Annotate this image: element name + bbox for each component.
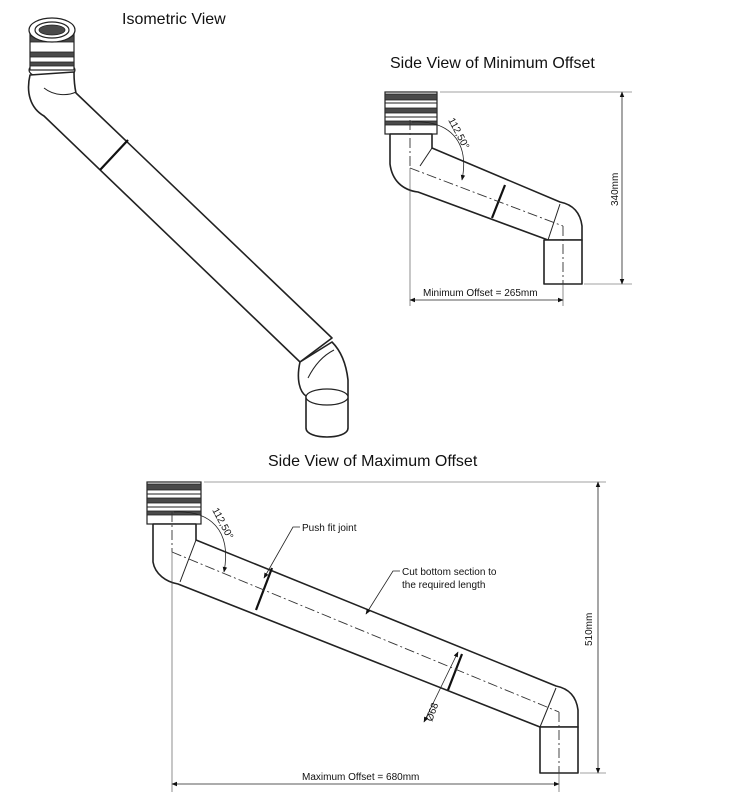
min-angle-arc: [411, 121, 466, 181]
cut-note-line1: Cut bottom section to: [402, 567, 497, 578]
max-push-fit-joint: [254, 567, 274, 611]
minimum-view-title: Side View of Minimum Offset: [390, 55, 595, 72]
iso-socket-hub: [28, 17, 76, 80]
iso-lower-bend: [297, 341, 349, 438]
cut-note-line2: the required length: [402, 580, 485, 591]
minimum-offset-view: Side View of Minimum Offset 112,50° 340m…: [384, 55, 632, 306]
min-height-label: 340mm: [610, 173, 621, 206]
max-angle-arc: [173, 511, 228, 573]
min-angle-label: 112,50°: [445, 116, 471, 151]
push-fit-joint-label: Push fit joint: [302, 523, 357, 534]
max-socket-hub: [146, 481, 202, 525]
cut-note-leader: [365, 570, 400, 615]
push-fit-joint-leader: [263, 526, 300, 579]
min-pipe-body: [389, 133, 583, 241]
max-offset-label: Maximum Offset = 680mm: [302, 772, 419, 783]
iso-pipe-body: [27, 71, 333, 363]
max-diameter-dimension: [423, 651, 459, 723]
max-pipe-body: [152, 523, 579, 728]
max-diameter-label: Ø68: [424, 701, 441, 723]
maximum-offset-view: Side View of Maximum Offset 112,50° Push…: [146, 453, 606, 792]
min-socket-hub: [384, 91, 438, 135]
isometric-view-title: Isometric View: [122, 11, 226, 28]
maximum-view-title: Side View of Maximum Offset: [268, 453, 478, 470]
min-offset-label: Minimum Offset = 265mm: [423, 288, 538, 299]
max-height-label: 510mm: [584, 613, 595, 646]
isometric-view: Isometric View: [27, 11, 349, 438]
iso-push-fit-joint: [99, 139, 129, 171]
